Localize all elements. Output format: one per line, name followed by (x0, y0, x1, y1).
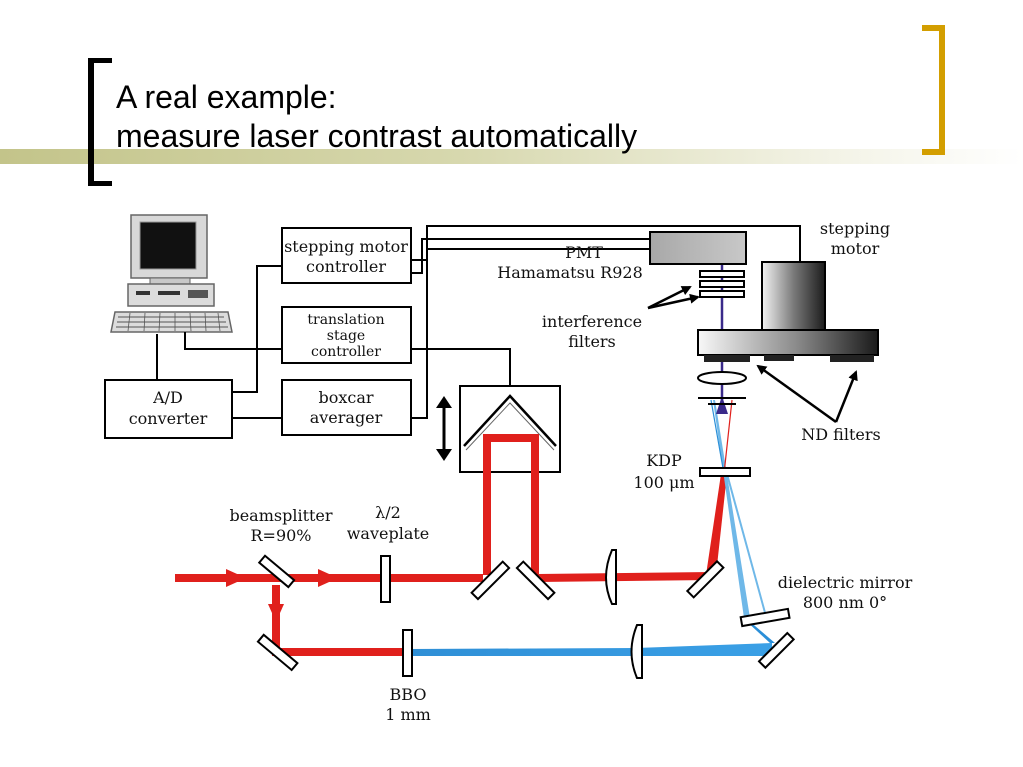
final-mirror-blue (757, 631, 796, 670)
dielectric-mirror-label-line1: dielectric mirror (778, 573, 913, 592)
boxcar-averager-line2: averager (310, 408, 383, 427)
bbo-crystal (402, 629, 413, 677)
upper-optics-stack (697, 371, 747, 405)
focusing-lens-blue (630, 624, 643, 679)
translation-stage-controller-line3: controller (311, 344, 381, 360)
turning-mirror-right (515, 560, 556, 601)
ad-converter-line2: converter (129, 409, 208, 428)
ad-converter-box: A/D converter (104, 379, 233, 439)
waveplate-label-line2: waveplate (347, 524, 430, 543)
mirror-to-kdp (685, 559, 725, 599)
pmt-model-label: Hamamatsu R928 (497, 263, 643, 282)
kdp-crystal (699, 467, 751, 477)
stepping-motor-body (761, 261, 826, 331)
filter-wheel-stage (697, 329, 879, 362)
nd-filters-label: ND filters (801, 425, 880, 444)
delay-stage (459, 385, 561, 473)
stepping-motor-label-line2: motor (831, 239, 880, 258)
stepping-motor-controller-box: stepping motor controller (281, 227, 412, 284)
stepping-motor-controller-line1: stepping motor (284, 237, 408, 256)
translation-stage-controller-box: translation stage controller (281, 306, 412, 364)
ad-converter-line1: A/D (152, 388, 183, 407)
turning-mirror-left (470, 560, 511, 601)
stepping-motor-controller-line2: controller (306, 257, 386, 276)
right-bracket (922, 25, 945, 155)
computer-icon (110, 214, 233, 333)
stepping-motor-label-line1: stepping (820, 219, 890, 238)
pmt-label: PMT (565, 243, 603, 262)
waveplate-label-line1: λ/2 (375, 503, 401, 522)
waveplate-optic (380, 555, 391, 603)
interference-filters-label-line2: filters (568, 332, 616, 351)
title-line-2: measure laser contrast automatically (116, 118, 638, 154)
translation-stage-controller-line1: translation (307, 312, 384, 328)
bbo-label-line2: 1 mm (385, 705, 431, 724)
translation-double-arrow (436, 396, 452, 461)
red-beam-path (175, 434, 713, 656)
beamsplitter-optic (257, 554, 296, 589)
dielectric-mirror-optic (739, 607, 791, 628)
annotation-arrows (647, 285, 858, 424)
boxcar-averager-box: boxcar averager (281, 379, 412, 436)
title-accent-bar (0, 149, 1023, 164)
blue-return-beams (710, 399, 775, 643)
left-bracket (88, 58, 112, 186)
blue-beam-path (410, 643, 772, 656)
beamsplitter-label-line1: beamsplitter (229, 506, 332, 525)
focusing-lens-red (605, 549, 617, 605)
boxcar-averager-line1: boxcar (318, 388, 373, 407)
beamsplitter-label-line2: R=90% (250, 526, 311, 545)
red-beam-to-kdp (706, 474, 727, 575)
kdp-label: KDP (646, 451, 682, 470)
kdp-thickness-label: 100 μm (633, 473, 694, 492)
title-line-1: A real example: (116, 79, 337, 115)
bottom-left-mirror (256, 633, 299, 672)
interference-filters-label-line1: interference (542, 312, 642, 331)
interference-filters-optic (699, 270, 745, 298)
control-wiring (156, 225, 801, 419)
slide-title: A real example: measure laser contrast a… (116, 78, 637, 156)
translation-stage-controller-line2: stage (327, 328, 365, 344)
bbo-label-line1: BBO (390, 685, 427, 704)
dielectric-mirror-label-line2: 800 nm 0° (803, 593, 887, 612)
beam-direction-arrows (226, 569, 338, 622)
pmt-detector (649, 231, 747, 265)
